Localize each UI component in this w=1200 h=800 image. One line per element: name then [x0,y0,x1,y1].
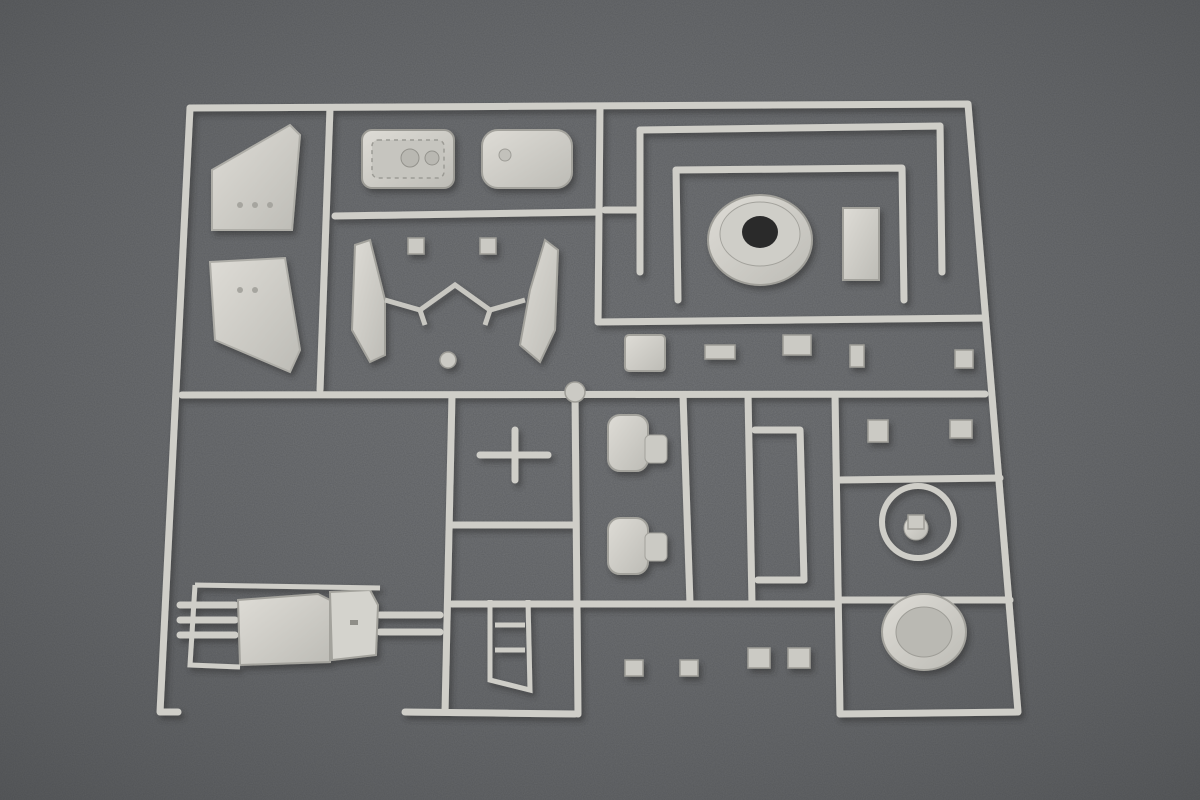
part-side-plate-upper [211,123,302,231]
part-roadwheel [707,194,813,286]
part-fender-left [350,238,386,364]
part-fender-right [518,238,560,364]
part-bottom-blocks [624,647,811,677]
part-small-brackets-top [407,237,497,369]
part-box-housing [624,334,666,372]
sprue-frame [156,100,1022,718]
part-chassis-frame [487,599,533,694]
part-small-knobs-right [867,419,973,530]
part-turret-top [361,129,455,189]
part-cupola-ring [881,593,967,671]
part-ring-spoked [879,483,957,561]
part-fuel-tank-upper [607,414,668,472]
part-small-fittings [564,334,974,403]
part-fuel-tank-lower [607,517,668,575]
part-rectangular-plate [842,207,880,281]
part-side-plate-lower [208,256,302,374]
part-linkage-arms [384,281,526,326]
part-seat-frame [187,582,381,670]
part-seat [236,588,380,667]
part-hull-plate [481,129,573,189]
